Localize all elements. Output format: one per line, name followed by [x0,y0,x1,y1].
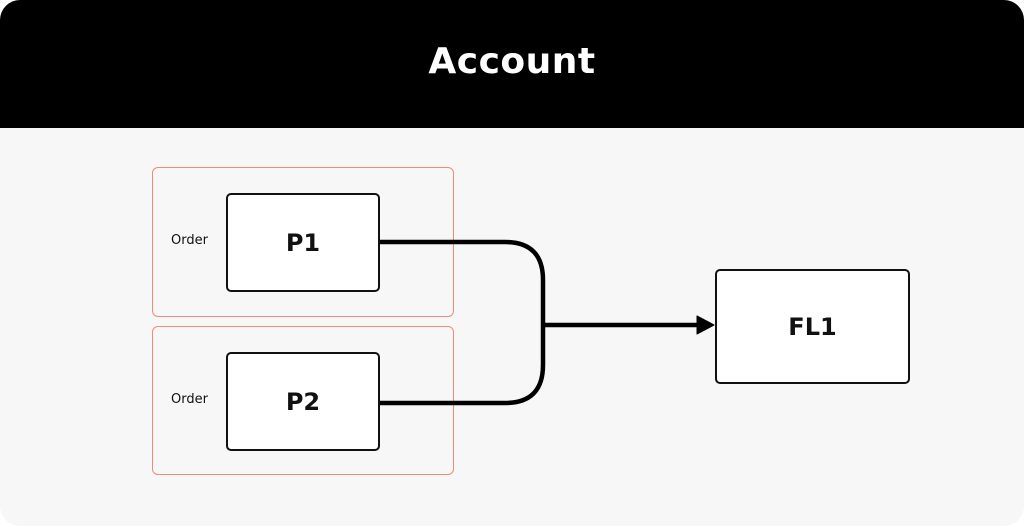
header-bar: Account [0,0,1024,128]
node-p1: P1 [226,193,380,292]
order-group-2 [152,326,454,475]
node-fl1-label: FL1 [788,312,837,341]
node-p2: P2 [226,352,380,451]
order-group-1-label: Order [171,233,208,248]
order-group-2-label: Order [171,392,208,407]
arrowhead-icon [696,315,715,335]
node-fl1: FL1 [715,269,910,384]
merge-connector [380,239,546,406]
node-p2-label: P2 [285,387,321,416]
header-title: Account [428,40,596,82]
node-p1-label: P1 [285,228,321,257]
